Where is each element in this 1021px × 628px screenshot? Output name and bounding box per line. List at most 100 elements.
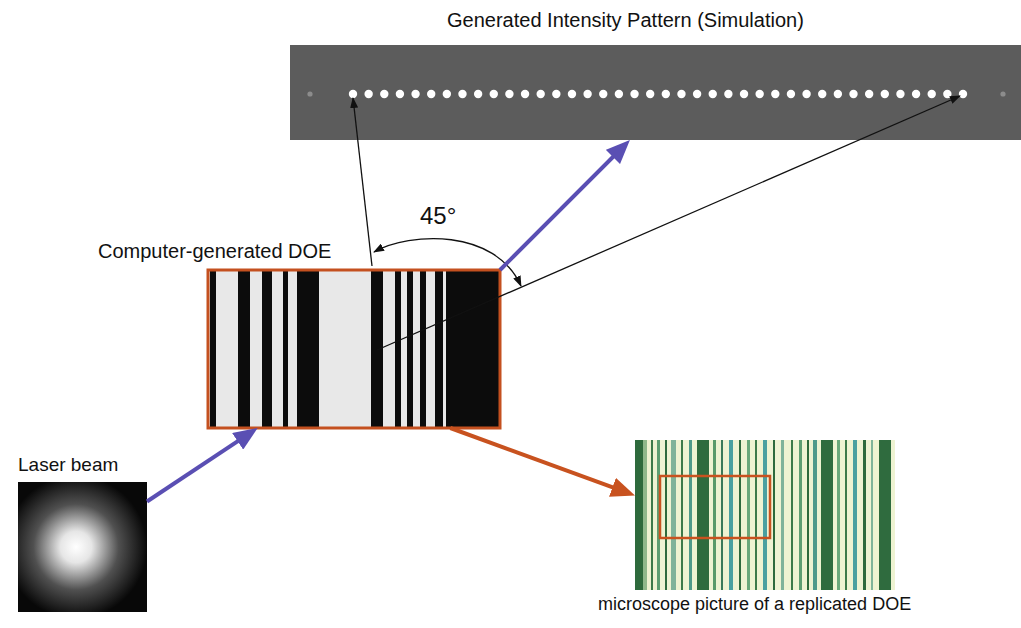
doe-stripe — [238, 271, 250, 427]
microscope-stripe — [739, 440, 741, 590]
intensity-spot — [943, 90, 951, 98]
microscope-stripe — [755, 440, 757, 590]
microscope-stripe — [791, 440, 793, 590]
doe-stripe — [371, 271, 383, 427]
doe-element: Computer-generated DOE — [208, 270, 500, 428]
intensity-spot — [755, 90, 763, 98]
microscope-stripe — [763, 440, 767, 590]
intensity-spot — [709, 90, 717, 98]
laser-spot-image — [18, 482, 147, 612]
intensity-spot — [818, 90, 826, 98]
intensity-spot — [787, 90, 795, 98]
microscope-stripe — [729, 440, 733, 590]
microscope-stripe — [681, 440, 683, 590]
intensity-spot — [364, 90, 372, 98]
microscope-stripe — [651, 440, 653, 590]
doe-stripe — [407, 271, 413, 427]
intensity-spot — [396, 90, 404, 98]
intensity-spot — [677, 90, 685, 98]
microscope-stripe — [837, 440, 840, 590]
intensity-pattern: Generated Intensity Pattern (Simulation) — [290, 45, 1021, 140]
intensity-spot — [912, 90, 920, 98]
doe-border — [208, 270, 500, 428]
intensity-spot — [928, 90, 936, 98]
node-heading: Laser beam — [18, 454, 118, 476]
doe-stripe — [283, 271, 288, 427]
microscope-stripe — [721, 440, 723, 590]
diffraction-ray — [377, 96, 960, 350]
node-heading: microscope picture of a replicated DOE — [598, 594, 911, 615]
faint-spot — [307, 91, 312, 96]
doe-stripe — [395, 271, 401, 427]
microscope-stripe — [671, 440, 676, 590]
node-heading: Generated Intensity Pattern (Simulation) — [447, 9, 804, 32]
intensity-spot — [724, 90, 732, 98]
intensity-spot — [380, 90, 388, 98]
angle-label: 45° — [420, 204, 456, 228]
intensity-spot — [693, 90, 701, 98]
microscope-stripe — [773, 440, 775, 590]
intensity-spot — [771, 90, 779, 98]
microscope-stripe — [747, 440, 750, 590]
pattern-panel — [290, 45, 1021, 140]
intensity-spot — [568, 90, 576, 98]
doe-stripe — [210, 271, 216, 427]
microscope-stripe — [821, 440, 833, 590]
intensity-spot — [865, 90, 873, 98]
intensity-spot — [959, 90, 967, 98]
intensity-spot — [536, 90, 544, 98]
microscope-stripe — [853, 440, 857, 590]
node-heading: Computer-generated DOE — [98, 240, 331, 263]
microscope-stripe — [799, 440, 802, 590]
intensity-spot — [834, 90, 842, 98]
intensity-spot — [458, 90, 466, 98]
faint-spot — [1000, 91, 1005, 96]
microscope-stripe — [871, 440, 873, 590]
intensity-spots — [307, 90, 1005, 98]
microscope-stripes — [635, 440, 891, 590]
doe-stripe — [435, 271, 443, 427]
intensity-spot — [443, 90, 451, 98]
flow-arrow — [450, 428, 623, 491]
doe-stripe — [446, 271, 499, 427]
doe-stripe — [262, 271, 272, 427]
intensity-spot — [881, 90, 889, 98]
intensity-spot — [505, 90, 513, 98]
microscope-stripe — [689, 440, 692, 590]
zoom-frame — [660, 476, 770, 538]
microscope-stripe — [643, 440, 647, 590]
microscope-stripe — [697, 440, 709, 590]
intensity-spot — [630, 90, 638, 98]
microscope-stripe — [807, 440, 809, 590]
intensity-spot — [490, 90, 498, 98]
doe-ground — [208, 270, 500, 428]
intensity-spot — [474, 90, 482, 98]
microscope-stripe — [635, 440, 643, 590]
microscope-stripe — [665, 440, 667, 590]
microscope-stripe — [879, 440, 891, 590]
microscope-stripe — [845, 440, 847, 590]
intensity-spot — [583, 90, 591, 98]
intensity-spot — [802, 90, 810, 98]
intensity-spot — [849, 90, 857, 98]
intensity-spot — [411, 90, 419, 98]
intensity-spot — [740, 90, 748, 98]
microscope-stripe — [713, 440, 716, 590]
laser-beam: Laser beam — [18, 482, 147, 612]
microscope-stripe — [863, 440, 866, 590]
intensity-spot — [896, 90, 904, 98]
intensity-spot — [552, 90, 560, 98]
intensity-spot — [521, 90, 529, 98]
doe-stripe — [297, 271, 319, 427]
intensity-spot — [615, 90, 623, 98]
diffraction-ray — [353, 98, 372, 266]
intensity-spot — [646, 90, 654, 98]
microscope-stripe — [781, 440, 784, 590]
microscope-ground — [635, 440, 895, 590]
intensity-spot — [349, 90, 357, 98]
intensity-spot — [599, 90, 607, 98]
flow-arrow — [500, 148, 621, 270]
doe-stripe — [420, 271, 426, 427]
